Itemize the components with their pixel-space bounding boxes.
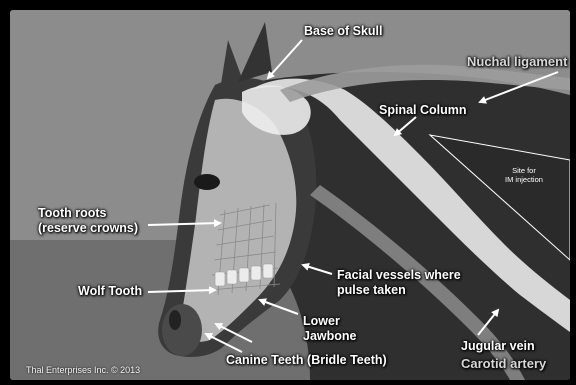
label-base-of-skull: Base of Skull	[304, 24, 383, 39]
label-jugular-vein: Jugular vein	[461, 339, 535, 354]
label-nuchal-ligament: Nuchal ligament	[467, 54, 567, 69]
label-carotid-artery: Carotid artery	[461, 356, 546, 371]
label-facial-vessels: Facial vessels where pulse taken	[337, 268, 461, 298]
horse-nostril	[169, 310, 181, 330]
label-wolf-tooth: Wolf Tooth	[78, 284, 142, 299]
horse-eye	[194, 174, 220, 190]
label-spinal-column: Spinal Column	[379, 103, 467, 118]
horse-muzzle	[162, 304, 202, 356]
label-lower-jawbone: Lower Jawbone	[303, 314, 357, 344]
label-im-injection-site: Site for IM injection	[505, 166, 543, 184]
copyright-notice: Thal Enterprises Inc. © 2013	[26, 363, 140, 378]
label-tooth-roots: Tooth roots (reserve crowns)	[38, 206, 138, 236]
diagram-canvas: Base of Skull Nuchal ligament Spinal Col…	[10, 10, 570, 380]
label-canine-teeth: Canine Teeth (Bridle Teeth)	[226, 353, 387, 368]
